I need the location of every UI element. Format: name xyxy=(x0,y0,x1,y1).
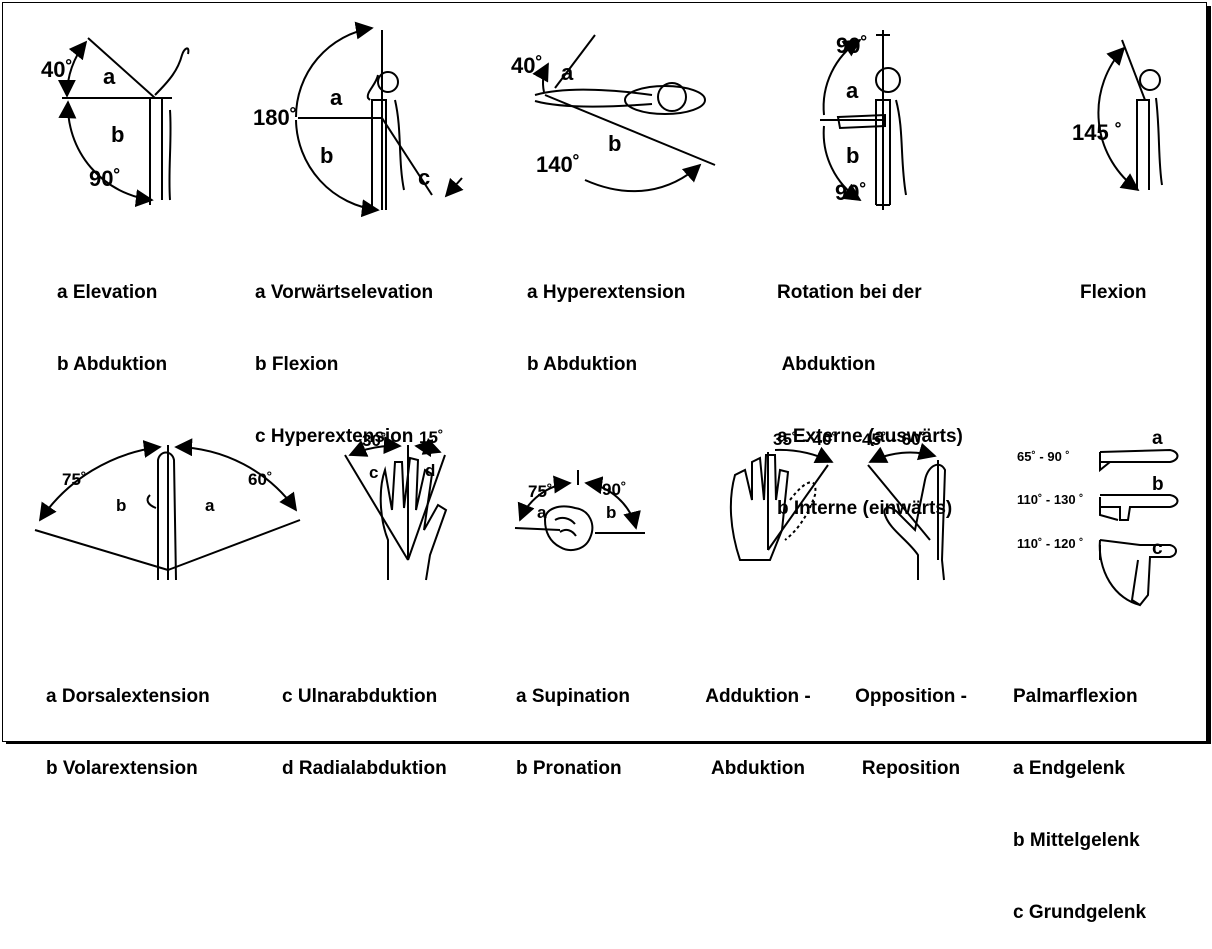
figure-palmarflexion xyxy=(1100,450,1178,605)
fig4-angle-top: 90˚ xyxy=(836,33,868,58)
caption-line: b Abduktion xyxy=(527,353,685,377)
fig3-label-a: a xyxy=(561,60,574,85)
caption-ulnar-radial: c Ulnarabduktion d Radialabduktion xyxy=(282,637,447,805)
caption-rotation: Rotation bei der Abduktion a Externe (au… xyxy=(777,233,963,545)
figure-elevation-abduction xyxy=(62,38,188,205)
fig11-label-a: a xyxy=(1152,428,1163,449)
caption-line: a Supination xyxy=(516,685,630,709)
fig1-angle-top: 40˚ xyxy=(41,57,73,82)
caption-line: c Ulnarabduktion xyxy=(282,685,447,709)
fig3-angle-top: 40˚ xyxy=(511,53,543,78)
caption-line: d Radialabduktion xyxy=(282,757,447,781)
caption-supination-pronation: a Supination b Pronation xyxy=(516,637,630,805)
fig11-label-b: b xyxy=(1152,474,1164,495)
caption-line: Palmarflexion xyxy=(1013,685,1146,709)
fig4-angle-bottom: 90˚ xyxy=(835,180,867,205)
fig2-angle: 180˚ xyxy=(253,105,297,130)
caption-line: b Mittelgelenk xyxy=(1013,829,1146,853)
caption-opposition-reposition: Opposition - Reposition xyxy=(843,637,979,805)
fig5-angle: 145 ˚ xyxy=(1072,120,1122,145)
fig1-label-a: a xyxy=(103,64,116,89)
fig6-angle-left: 75˚ xyxy=(62,470,87,489)
figure-flexion xyxy=(1098,40,1162,190)
caption-line: c Hyperextension xyxy=(255,425,433,449)
caption-palmarflexion: Palmarflexion a Endgelenk b Mittelgelenk… xyxy=(1013,637,1146,949)
fig6-label-a: a xyxy=(205,496,215,515)
caption-line: c Grundgelenk xyxy=(1013,901,1146,925)
caption-elevation-abduction: a Elevation b Abduktion xyxy=(57,233,167,401)
fig11-angle-a: 65˚ - 90 ˚ xyxy=(1017,449,1070,464)
caption-hyperextension-abduction: a Hyperextension b Abduktion xyxy=(527,233,685,401)
fig2-label-c: c xyxy=(418,165,430,190)
caption-adduktion-abduktion: Adduktion - Abduktion xyxy=(694,637,822,805)
caption-line: Abduktion xyxy=(777,353,963,377)
fig11-angle-c: 110˚ - 120 ˚ xyxy=(1017,536,1084,551)
fig4-label-b: b xyxy=(846,143,859,168)
figure-forward-elevation xyxy=(296,28,462,210)
caption-line: a Elevation xyxy=(57,281,167,305)
caption-line: a Endgelenk xyxy=(1013,757,1146,781)
caption-line: Reposition xyxy=(843,757,979,781)
caption-line: Adduktion - xyxy=(694,685,822,709)
fig2-label-b: b xyxy=(320,143,333,168)
caption-line: Flexion xyxy=(1080,281,1147,305)
fig2-label-a: a xyxy=(330,85,343,110)
caption-line: Opposition - xyxy=(843,685,979,709)
fig6-label-b: b xyxy=(116,496,126,515)
caption-line: Abduktion xyxy=(694,757,822,781)
caption-line: a Dorsalextension xyxy=(46,685,210,709)
fig1-angle-bottom: 90˚ xyxy=(89,166,121,191)
fig4-label-a: a xyxy=(846,78,859,103)
caption-line: a Externe (auswärts) xyxy=(777,425,963,449)
caption-line: Rotation bei der xyxy=(777,281,963,305)
caption-flexion: Flexion xyxy=(1080,233,1147,329)
fig8-angle-right: 90˚ xyxy=(602,480,627,499)
caption-line: a Hyperextension xyxy=(527,281,685,305)
caption-line: b Interne (einwärts) xyxy=(777,497,963,521)
caption-line: b Flexion xyxy=(255,353,433,377)
caption-forward-elevation: a Vorwärtselevation b Flexion c Hyperext… xyxy=(255,233,433,473)
fig8-angle-left: 75˚ xyxy=(528,482,553,501)
caption-line: b Abduktion xyxy=(57,353,167,377)
fig11-angle-b: 110˚ - 130 ˚ xyxy=(1017,492,1084,507)
fig11-label-c: c xyxy=(1152,538,1163,559)
fig3-label-b: b xyxy=(608,131,621,156)
caption-line: a Vorwärtselevation xyxy=(255,281,433,305)
caption-line: b Volarextension xyxy=(46,757,210,781)
caption-dorsal-volar: a Dorsalextension b Volarextension xyxy=(46,637,210,805)
fig8-label-a: a xyxy=(537,503,547,522)
caption-line: b Pronation xyxy=(516,757,630,781)
fig1-label-b: b xyxy=(111,122,124,147)
fig3-angle-bottom: 140˚ xyxy=(536,152,580,177)
fig8-label-b: b xyxy=(606,503,616,522)
